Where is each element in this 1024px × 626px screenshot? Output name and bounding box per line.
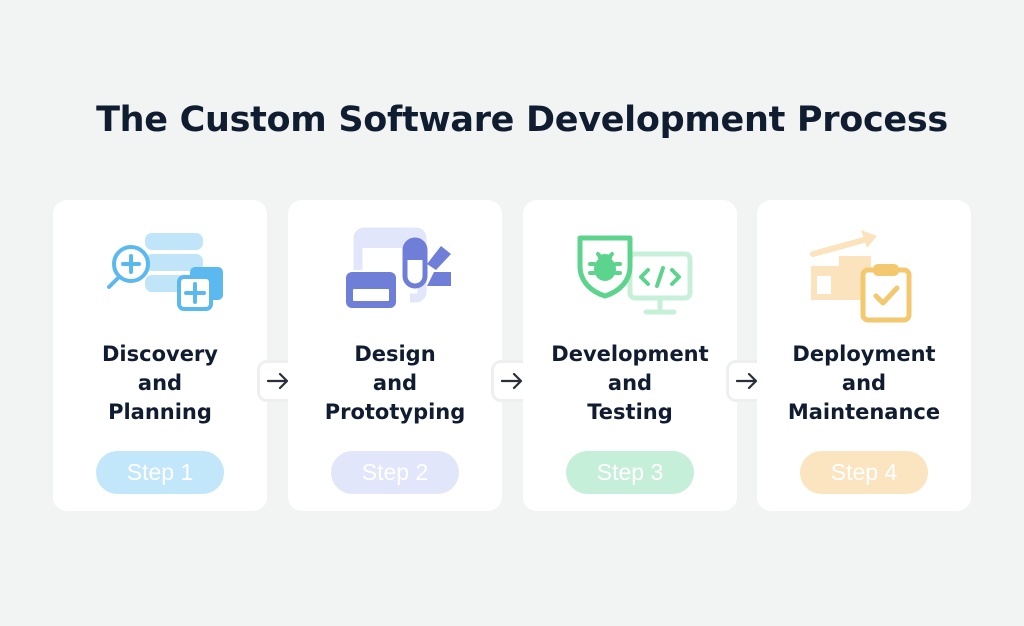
arrow-right-icon [501, 373, 523, 389]
step-title: Development and Testing [551, 342, 709, 424]
step-card-deployment-maintenance: Deployment and Maintenance Step 4 [757, 200, 971, 511]
step-title: Design and Prototyping [324, 342, 466, 424]
step-title: Discovery and Planning [102, 342, 218, 424]
step-badge: Step 3 [566, 451, 694, 494]
step-card-development-testing: Development and Testing Step 3 [523, 200, 737, 511]
step-badge: Step 4 [800, 451, 928, 494]
development-testing-icon [523, 226, 737, 320]
arrow-right-icon [736, 373, 758, 389]
step-badge: Step 1 [96, 451, 224, 494]
deployment-maintenance-icon [757, 226, 971, 323]
page-title: The Custom Software Development Process [96, 100, 948, 140]
step-card-design-prototyping: Design and Prototyping Step 2 [288, 200, 502, 511]
discovery-planning-icon [53, 226, 267, 320]
step-badge: Step 2 [331, 451, 459, 494]
arrow-right-icon [267, 373, 289, 389]
design-prototyping-icon [288, 226, 502, 320]
step-title: Deployment and Maintenance [787, 342, 941, 424]
step-card-discovery-planning: Discovery and Planning Step 1 [53, 200, 267, 511]
